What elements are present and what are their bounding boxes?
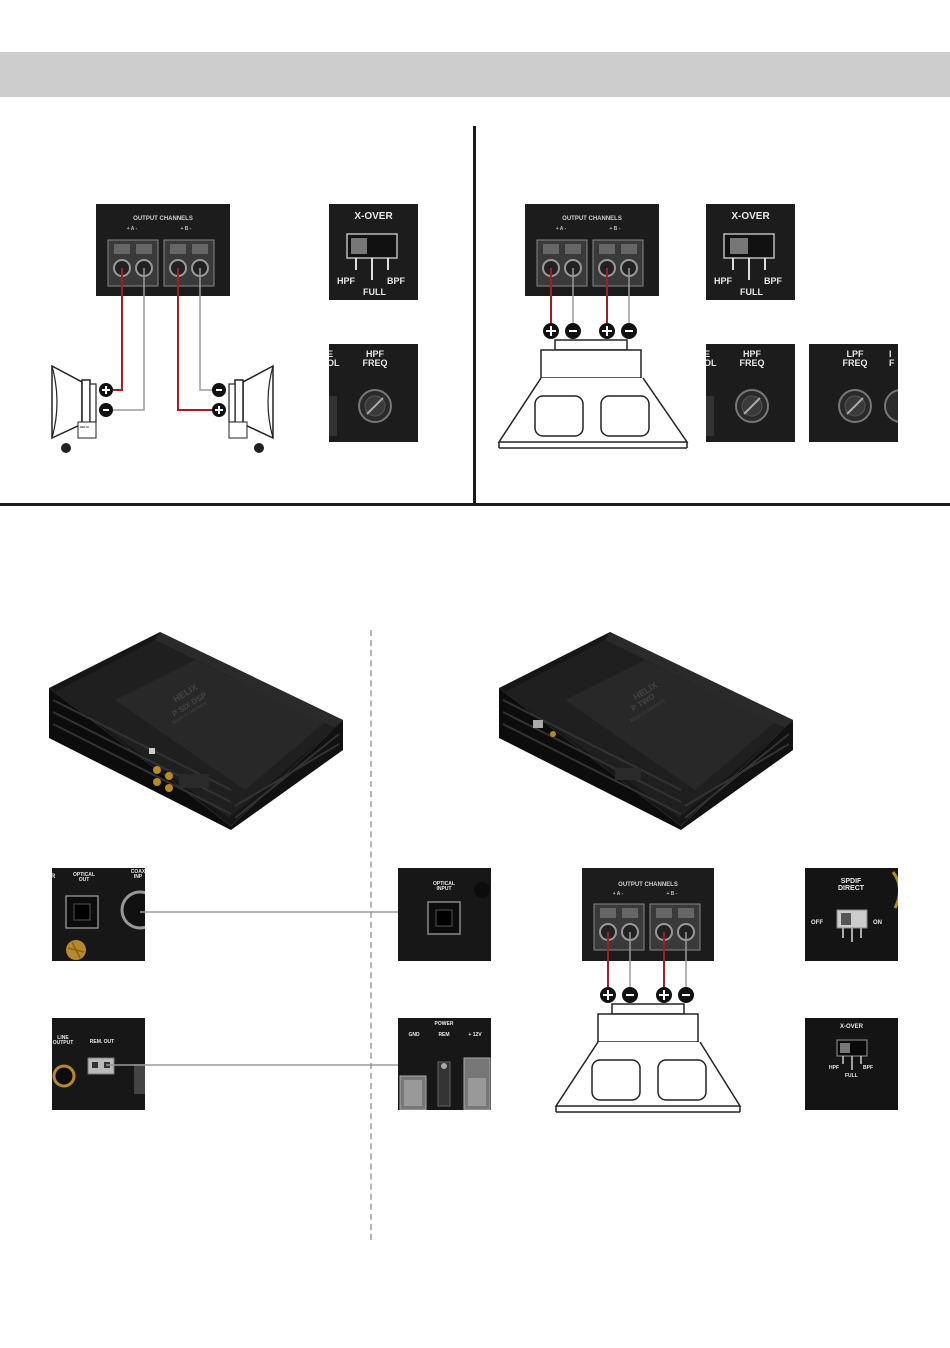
hpf-freq-knob (706, 389, 769, 436)
lpf-freq-panel: LPF FREQ I F (809, 344, 898, 442)
output-terminal-panel: OUTPUT CHANNELS + A - + B - (96, 204, 230, 296)
xover-switch-graphic (836, 1039, 868, 1070)
left-tweeter-graphic (51, 364, 113, 453)
bpf-label: BPF (764, 276, 782, 286)
xover-switch-panel: X-OVER HPF FULL BPF (706, 204, 795, 300)
xover-title: X-OVER (839, 1024, 863, 1030)
optical-input-panel: OPTICAL INPUT (398, 868, 491, 961)
lpf-freq-knob (838, 389, 898, 423)
on-label: ON (873, 920, 882, 926)
woofer-speaker-graphic (497, 323, 689, 449)
full-label: FULL (363, 287, 386, 297)
off-label: OFF (811, 920, 823, 926)
right-tweeter-graphic (212, 364, 274, 453)
panel-edge-fragment: I F (889, 349, 895, 368)
spdif-switch-graphic (836, 871, 898, 942)
horizontal-divider (0, 503, 950, 506)
rem-out-panel: LINE OUTPUT REM. OUT (52, 1018, 145, 1110)
xover-switch-graphic (346, 233, 398, 280)
vertical-divider (473, 126, 476, 504)
hpf-label: HPF (714, 276, 732, 286)
xover-switch-graphic (723, 233, 775, 280)
lpf-freq-label: LPF FREQ (842, 349, 868, 368)
panel-edge-fragment: R (52, 874, 56, 880)
bpf-label: BPF (387, 276, 405, 286)
optical-out-label: OPTICAL OUT (73, 872, 95, 883)
panel-title: OUTPUT CHANNELS (562, 216, 622, 222)
spdif-direct-panel: SPDIF DIRECT OFF ON (805, 868, 898, 961)
full-label: FULL (740, 287, 763, 297)
optical-port-graphic (427, 882, 490, 935)
panel-title: OUTPUT CHANNELS (133, 216, 193, 222)
channel-a-label: + A - (555, 226, 567, 232)
hpf-label: HPF (337, 276, 355, 286)
panel-edge-fragment: COAX INP (130, 869, 145, 880)
woofer-speaker-graphic (554, 987, 742, 1113)
optical-out-panel: R OPTICAL OUT COAX INP (52, 868, 145, 961)
terminal-block-graphic (107, 239, 215, 287)
output-terminal-panel: OUTPUT CHANNELS + A - + B - (525, 204, 659, 296)
section-header-band (0, 52, 950, 97)
xover-switch-panel: X-OVER HPF FULL BPF (805, 1018, 898, 1110)
spdif-direct-label: SPDIF DIRECT (837, 878, 865, 892)
panel-title: OUTPUT CHANNELS (618, 882, 678, 888)
hpf-freq-label: HPF FREQ (362, 349, 388, 368)
panel-edge-fragment: E OL (706, 349, 717, 368)
xover-title: X-OVER (731, 211, 770, 222)
hpf-freq-panel: E OL HPF FREQ (706, 344, 795, 442)
power-label: POWER (434, 1021, 454, 1027)
channel-a-label: + A - (612, 891, 624, 897)
channel-b-label: + B - (180, 226, 192, 232)
hpf-freq-panel: E OL HPF FREQ (329, 344, 418, 442)
optical-port-graphic (65, 890, 145, 960)
rem-label: REM (438, 1032, 450, 1038)
gnd-label: GND (408, 1032, 420, 1038)
hpf-freq-label: HPF FREQ (739, 349, 765, 368)
terminal-block-graphic (536, 239, 644, 287)
line-output-label: LINE OUTPUT (52, 1035, 74, 1046)
channel-a-label: + A - (126, 226, 138, 232)
hpf-freq-knob (329, 389, 392, 436)
xover-title: X-OVER (354, 211, 393, 222)
power-panel: POWER GND REM + 12V (398, 1018, 491, 1110)
speaker-badge: HELIX (80, 425, 89, 429)
dashed-divider (370, 630, 372, 1240)
plus-12v-label: + 12V (468, 1032, 482, 1038)
optical-input-label: OPTICAL INPUT (433, 881, 455, 892)
hpf-label: HPF (829, 1065, 839, 1071)
panel-edge-fragment: E OL (329, 349, 340, 368)
bpf-label: BPF (863, 1065, 873, 1071)
rem-out-label: REM. OUT (89, 1039, 115, 1045)
channel-b-label: + B - (609, 226, 621, 232)
power-terminals-graphic (399, 1057, 491, 1110)
channel-b-label: + B - (666, 891, 678, 897)
full-label: FULL (845, 1073, 858, 1079)
xover-switch-panel: X-OVER HPF FULL BPF (329, 204, 418, 300)
amplifier-photo-p-two (499, 632, 793, 830)
amplifier-photo-p-six-dsp (49, 632, 343, 830)
rem-out-port-graphic (52, 1057, 145, 1094)
